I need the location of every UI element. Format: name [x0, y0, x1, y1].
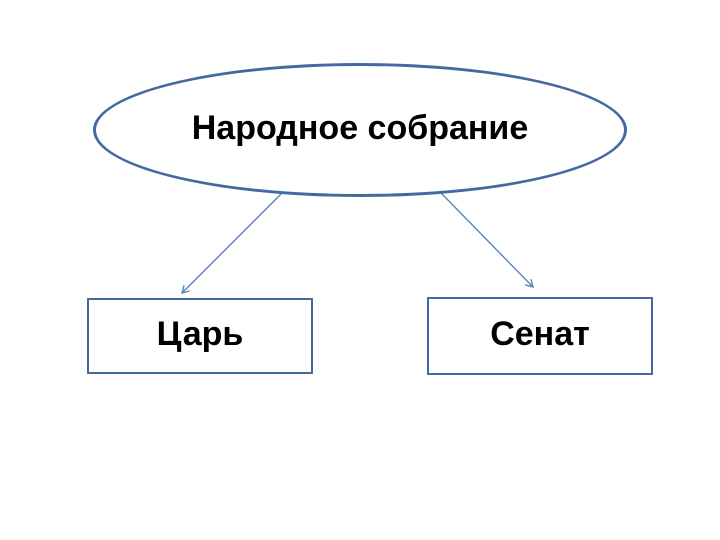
node-senate: Сенат — [427, 297, 653, 375]
node-peoples-assembly-label: Народное собрание — [191, 109, 529, 148]
node-tsar: Царь — [87, 298, 313, 374]
node-peoples-assembly: Народное собрание — [93, 63, 627, 197]
edge-assembly-to-tsar — [181, 193, 282, 294]
edge-assembly-to-senate — [440, 192, 534, 289]
node-tsar-label: Царь — [156, 315, 244, 354]
node-senate-label: Сенат — [490, 315, 590, 354]
